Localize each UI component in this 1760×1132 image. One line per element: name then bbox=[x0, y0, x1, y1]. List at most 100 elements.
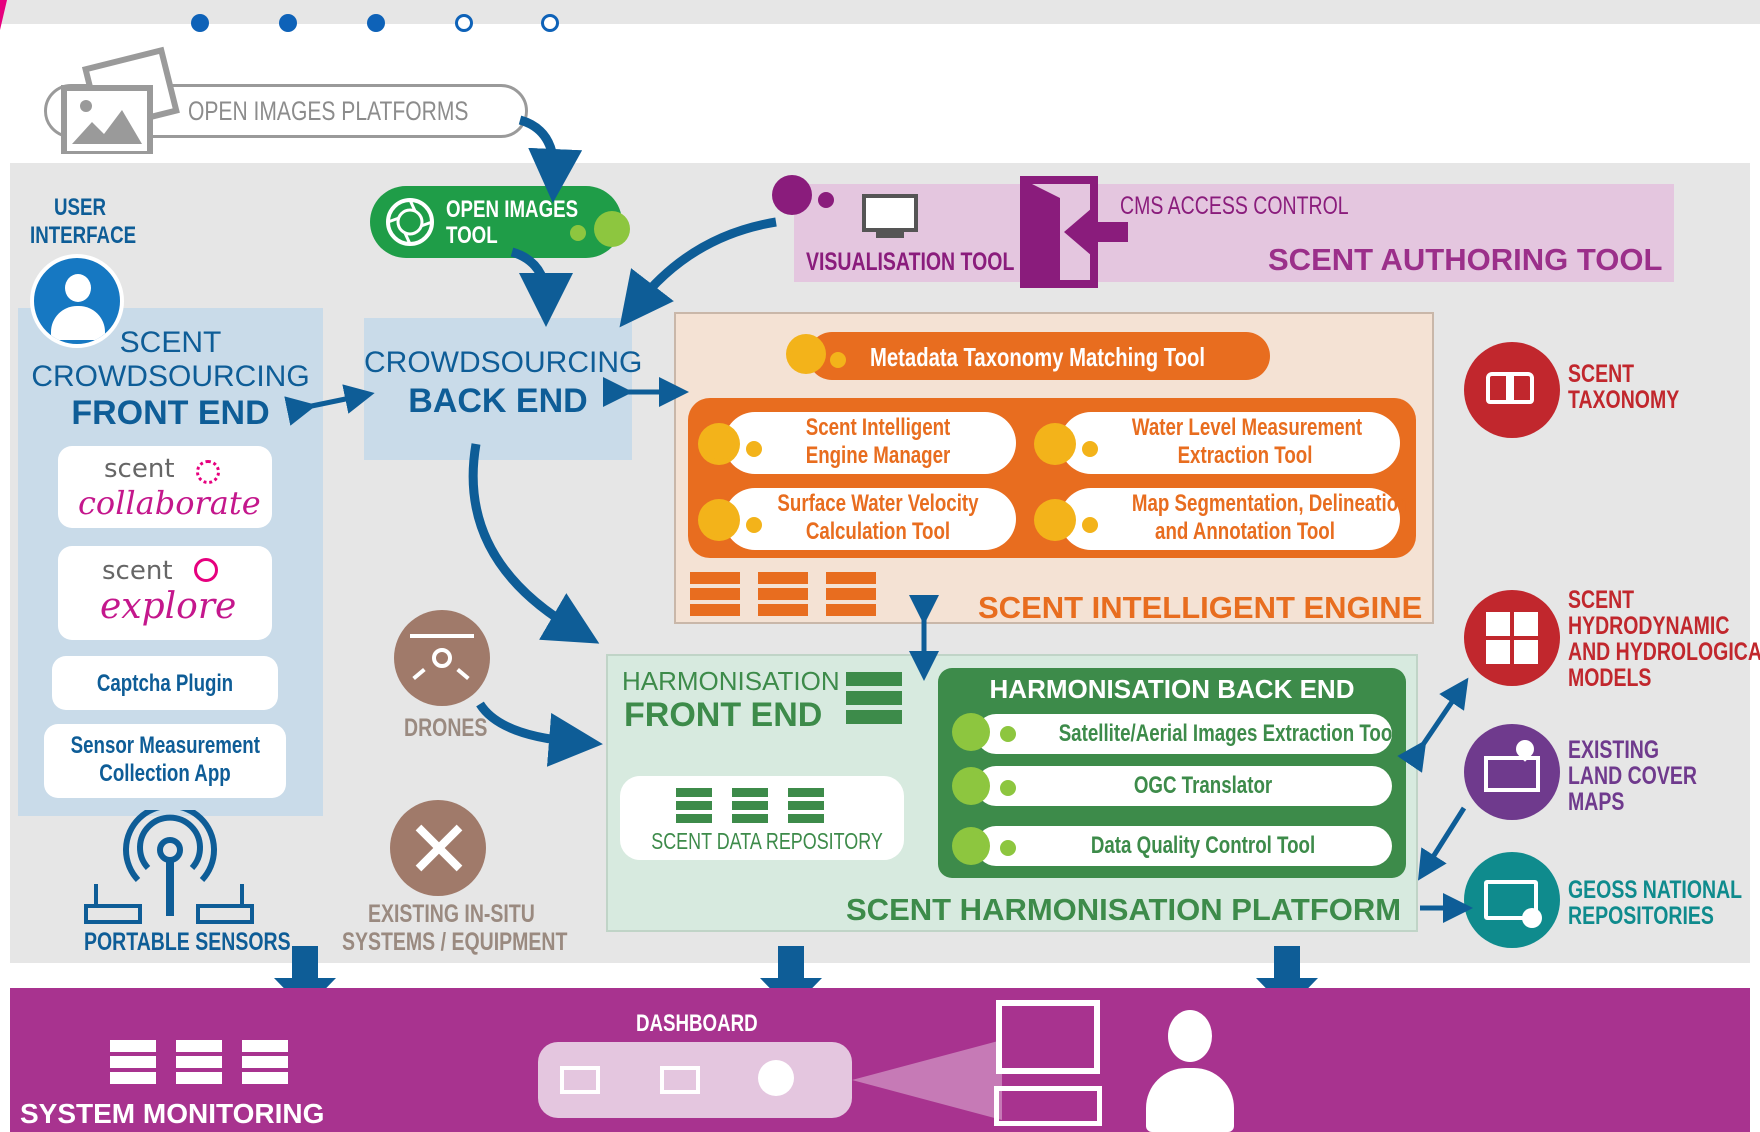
projection-beam bbox=[852, 1040, 1002, 1120]
ogc-translator-tool[interactable] bbox=[976, 766, 1392, 806]
gear-green-small-icon bbox=[1000, 840, 1016, 856]
scent-brand: scent bbox=[102, 556, 173, 586]
map-segmentation-label-2: and Annotation Tool bbox=[1155, 518, 1335, 545]
water-level-label-2: Extraction Tool bbox=[1177, 442, 1313, 469]
monitor-icon bbox=[862, 194, 918, 232]
scent-explore-app[interactable]: scent explore bbox=[58, 546, 272, 640]
server-green-icon bbox=[846, 672, 902, 724]
gears-purple-icon bbox=[772, 175, 812, 215]
engine-tool-map-segmentation[interactable] bbox=[1060, 488, 1400, 550]
models-puzzle-icon bbox=[1464, 590, 1560, 686]
gear-small-icon bbox=[746, 441, 762, 457]
bar-chart-icon bbox=[560, 1066, 600, 1094]
camera-aperture-icon bbox=[386, 198, 434, 246]
authoring-tool-panel bbox=[794, 184, 1674, 282]
user-interface-label-1: USER bbox=[54, 194, 107, 221]
cms-login-icon bbox=[1020, 176, 1128, 288]
sensor-app-label-2: Collection App bbox=[99, 760, 231, 787]
crowdsourcing-back-end[interactable] bbox=[364, 318, 632, 460]
user-interface-label-2: INTERFACE bbox=[30, 222, 137, 249]
scent-brand: scent bbox=[104, 454, 175, 484]
system-monitoring-label: SYSTEM MONITORING bbox=[20, 1098, 325, 1129]
computer-monitor-icon bbox=[996, 1000, 1100, 1074]
land-cover-map-icon bbox=[1464, 724, 1560, 820]
antenna-icon bbox=[84, 810, 254, 924]
scent-collaborate-app[interactable]: scent collaborate bbox=[58, 446, 272, 528]
gear-icon bbox=[1034, 423, 1076, 465]
gear-icon bbox=[594, 211, 630, 247]
engine-tool-manager[interactable] bbox=[724, 412, 1016, 474]
gear-green-icon bbox=[952, 713, 990, 751]
gear-green-small-icon bbox=[1000, 780, 1016, 796]
gear-icon bbox=[698, 499, 740, 541]
tool-manager-label-2: Engine Manager bbox=[805, 442, 951, 469]
metadata-taxonomy-tool[interactable] bbox=[808, 332, 1270, 380]
sensor-measurement-app[interactable]: Sensor Measurement Collection App bbox=[44, 724, 286, 798]
drone-icon bbox=[394, 610, 490, 706]
gear-green-icon bbox=[952, 767, 990, 805]
geoss-label-2: REPOSITORIES bbox=[1568, 902, 1714, 930]
captcha-plugin-label: Captcha Plugin bbox=[96, 670, 234, 697]
system-monitoring-servers-icon bbox=[110, 1040, 288, 1084]
captcha-plugin-app[interactable]: Captcha Plugin bbox=[52, 656, 278, 710]
gear-small-icon bbox=[746, 517, 762, 533]
compass-icon bbox=[194, 558, 218, 582]
open-images-platforms-label: OPEN IMAGES PLATFORMS bbox=[188, 96, 469, 126]
pager-dot-4[interactable] bbox=[455, 14, 473, 32]
surface-velocity-label-2: Calculation Tool bbox=[805, 518, 951, 545]
images-icon bbox=[61, 46, 180, 154]
collaborate-name: collaborate bbox=[78, 484, 261, 522]
gear-icon bbox=[1034, 499, 1076, 541]
satellite-extraction-label: Satellite/Aerial Images Extraction Tool bbox=[1058, 720, 1398, 747]
dashboard-panel[interactable] bbox=[538, 1042, 852, 1118]
sensor-app-label-1: Sensor Measurement bbox=[70, 732, 260, 759]
collaborate-logo-icon bbox=[196, 460, 220, 484]
land-cover-label-2: LAND COVER bbox=[1568, 762, 1697, 790]
server-stack-orange-icon bbox=[690, 572, 876, 616]
models-label-2: HYDRODYNAMIC bbox=[1568, 612, 1730, 640]
pager-dot-5[interactable] bbox=[541, 14, 559, 32]
engine-tool-surface-velocity[interactable] bbox=[724, 488, 1016, 550]
data-quality-control-tool[interactable] bbox=[976, 826, 1392, 866]
water-level-label-1: Water Level Measurement bbox=[1131, 414, 1363, 441]
scent-taxonomy-label-1: SCENT bbox=[1568, 360, 1635, 388]
models-label-1: SCENT bbox=[1568, 586, 1635, 614]
user-silhouette-icon bbox=[1140, 1010, 1240, 1132]
repository-servers-icon bbox=[676, 788, 824, 823]
land-cover-label-3: MAPS bbox=[1568, 788, 1625, 816]
scent-data-repository-label: SCENT DATA REPOSITORY bbox=[651, 828, 883, 854]
back-end-title-2: BACK END bbox=[408, 382, 588, 420]
scent-taxonomy-label-2: TAXONOMY bbox=[1568, 386, 1680, 414]
in-situ-label-1: EXISTING IN-SITU bbox=[368, 900, 535, 928]
gear-icon bbox=[698, 423, 740, 465]
engine-tool-water-level[interactable] bbox=[1060, 412, 1400, 474]
surface-velocity-label-1: Surface Water Velocity bbox=[777, 490, 979, 517]
tools-wrench-icon bbox=[390, 800, 486, 896]
pager-dot-3[interactable] bbox=[367, 14, 385, 32]
gear-green-icon bbox=[952, 827, 990, 865]
line-chart-icon bbox=[660, 1066, 700, 1094]
harmonisation-front-end-title-1: HARMONISATION bbox=[622, 666, 840, 696]
user-avatar-icon bbox=[30, 254, 124, 348]
drones-label: DRONES bbox=[404, 714, 488, 742]
ogc-translator-label: OGC Translator bbox=[1133, 772, 1273, 799]
models-label-3: AND HYDROLOGICAL bbox=[1568, 638, 1760, 666]
gear-yellow-small-icon bbox=[830, 352, 846, 368]
pager-dot-1[interactable] bbox=[191, 14, 209, 32]
harmonisation-front-end-title-2: FRONT END bbox=[624, 696, 823, 734]
corner-accent bbox=[0, 0, 7, 30]
gear-small-icon bbox=[1082, 441, 1098, 457]
harmonisation-back-end-title: HARMONISATION BACK END bbox=[989, 674, 1355, 704]
land-cover-label-1: EXISTING bbox=[1568, 736, 1660, 764]
satellite-extraction-tool[interactable] bbox=[976, 714, 1392, 754]
bottom-band bbox=[10, 988, 1750, 1132]
pager-dot-2[interactable] bbox=[279, 14, 297, 32]
authoring-tool-title: SCENT AUTHORING TOOL bbox=[1268, 242, 1663, 277]
intelligent-engine-title: SCENT INTELLIGENT ENGINE bbox=[978, 590, 1423, 625]
pie-chart-icon bbox=[758, 1060, 794, 1096]
back-end-title-1: CROWDSOURCING bbox=[364, 346, 643, 379]
gear-small-icon bbox=[570, 225, 586, 241]
gear-green-small-icon bbox=[1000, 726, 1016, 742]
front-end-title-2: CROWDSOURCING bbox=[31, 360, 310, 393]
